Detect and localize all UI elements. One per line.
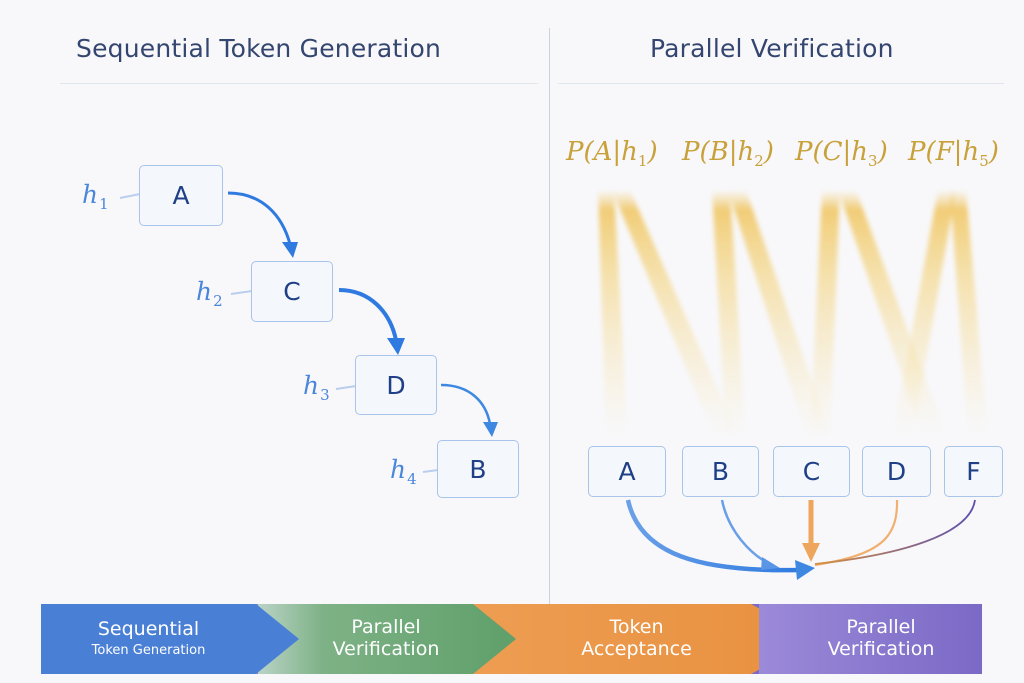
arc-from-b bbox=[720, 499, 773, 567]
pipeline-shapes bbox=[41, 604, 982, 674]
pipeline-stage-sequential: Sequential Token Generation bbox=[91, 618, 206, 658]
beam bbox=[950, 190, 988, 440]
arrow-d-to-b-head bbox=[483, 422, 498, 437]
arrow-d-to-b bbox=[440, 383, 492, 425]
pipeline-stage-token-acceptance: Token Acceptance bbox=[581, 616, 692, 660]
arc-from-d bbox=[814, 499, 899, 567]
h4-connector bbox=[422, 469, 439, 473]
arc-from-b-head bbox=[761, 557, 780, 570]
beam bbox=[598, 190, 628, 440]
panel-divider bbox=[549, 28, 550, 656]
parallel-panel-title: Parallel Verification bbox=[650, 34, 894, 63]
title-underline-right bbox=[558, 83, 1004, 84]
candidate-token-box: B bbox=[682, 446, 759, 497]
h3-connector bbox=[335, 385, 357, 390]
arrow-c-to-d bbox=[338, 288, 398, 341]
beam bbox=[612, 190, 740, 440]
beam bbox=[892, 190, 956, 440]
sequential-token-box: B bbox=[437, 440, 519, 498]
arrow-a-to-c bbox=[227, 191, 292, 245]
beam bbox=[810, 190, 840, 440]
hidden-state-label: h4 bbox=[390, 455, 417, 488]
arc-from-a-head bbox=[795, 560, 815, 580]
pipeline-stage-parallel-verification: Parallel Verification bbox=[332, 616, 440, 660]
hidden-state-label: h3 bbox=[303, 371, 330, 404]
pipeline-stage-shape bbox=[41, 604, 299, 674]
probability-label: P(A|h1) bbox=[566, 137, 658, 170]
pipeline-stage-shape bbox=[759, 604, 982, 674]
sequential-token-box: D bbox=[355, 355, 437, 415]
pipeline-stage-shape bbox=[258, 604, 516, 674]
hidden-state-label: h2 bbox=[196, 277, 223, 310]
candidate-token-box: C bbox=[773, 446, 850, 497]
beam bbox=[728, 190, 832, 440]
candidate-token-box: A bbox=[588, 446, 666, 497]
pipeline-banner: Sequential Token Generation Parallel Ver… bbox=[41, 604, 982, 674]
sequential-token-box: C bbox=[251, 261, 333, 322]
pipeline-stage-parallel-verification-2: Parallel Verification bbox=[827, 616, 935, 660]
arc-from-a bbox=[625, 499, 801, 573]
probability-label: P(F|h5) bbox=[908, 137, 999, 170]
candidate-token-box: F bbox=[944, 446, 1003, 497]
probability-label: P(C|h3) bbox=[795, 137, 888, 170]
attention-beams bbox=[598, 190, 988, 440]
h2-connector bbox=[230, 290, 253, 295]
sequential-token-box: A bbox=[139, 165, 223, 226]
probability-label: P(B|h2) bbox=[682, 137, 774, 170]
h1-connector bbox=[119, 193, 141, 199]
arrow-from-c-head bbox=[802, 543, 820, 562]
arc-from-f bbox=[814, 499, 976, 565]
hidden-state-label: h1 bbox=[82, 180, 109, 213]
beam bbox=[712, 190, 746, 440]
title-underline-left bbox=[60, 83, 538, 84]
sequential-panel-title: Sequential Token Generation bbox=[76, 34, 442, 63]
candidate-token-box: D bbox=[862, 446, 931, 497]
arrow-a-to-c-head bbox=[282, 242, 298, 258]
arrow-c-to-d-head bbox=[387, 338, 405, 355]
